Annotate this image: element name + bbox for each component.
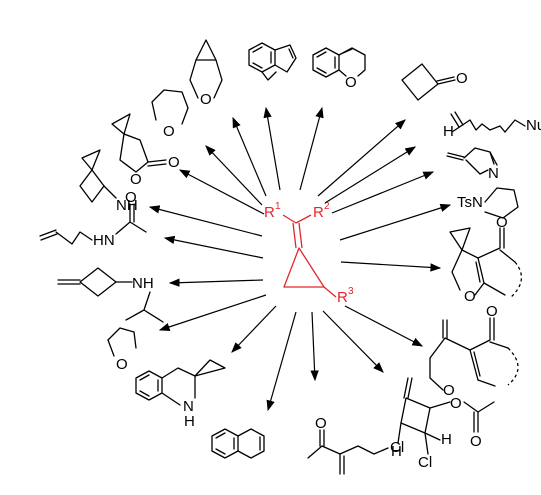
lactone-ring-o: O	[130, 171, 142, 188]
r3-label: R	[337, 289, 348, 306]
arrow-methylenecyclobutyl-amide	[168, 278, 264, 287]
cyclobutane-h2-label: H	[391, 443, 402, 460]
r2-superscript: 2	[324, 201, 330, 212]
methylenecyclobutyl-acetamide: NH	[57, 267, 164, 323]
spiro-furan-carbonyl-o: O	[496, 214, 508, 231]
arrow-spirolactone	[178, 169, 265, 215]
chromene-o-label: O	[345, 74, 357, 91]
oxa-o-label: O	[200, 91, 212, 108]
center-methylenecyclopropane: R 1 R 2 R 3	[264, 201, 354, 306]
chromene: O	[312, 47, 366, 91]
cyclobutanone-o-label: O	[456, 70, 468, 87]
allyl-nu-label: Nu	[526, 117, 541, 134]
arrow-butenyl-amide	[163, 235, 264, 259]
cyclobutane-h1-label: H	[441, 431, 452, 448]
amide2-o-label: O	[125, 189, 137, 206]
arrow-indene	[263, 106, 281, 191]
arrow-thf	[158, 294, 267, 331]
r3-superscript: 3	[348, 286, 354, 297]
arrow-spiro-quinoline	[231, 305, 277, 353]
ts-n-label: N	[472, 194, 483, 211]
pyranone-ring-o: O	[443, 382, 455, 399]
spiro-furan-ring-o: O	[464, 288, 476, 305]
cyclobutanone: O	[401, 63, 468, 101]
ts-label: Ts	[457, 194, 472, 211]
allyl-h-label: H	[443, 123, 454, 140]
allyl-nucleophile-product: H Nu	[443, 111, 541, 140]
arrow-chromene	[299, 106, 324, 191]
arrow-tetrahydropyran	[205, 145, 263, 206]
arrow-pyrroline	[331, 171, 435, 214]
arrow-allyl-nu	[324, 146, 417, 204]
r1-label: R	[264, 204, 275, 221]
enone-cl-label: Cl	[390, 439, 404, 456]
arrow-cyclobutanone	[317, 119, 406, 197]
enone-chloride: O Cl	[307, 415, 404, 475]
pyranone: O O	[429, 303, 519, 399]
methylene-pyrroline: N	[446, 147, 499, 182]
reaction-arrows	[148, 106, 452, 412]
lactone-carbonyl-o: O	[168, 154, 180, 171]
indene	[248, 42, 297, 81]
r2-label: R	[313, 204, 324, 221]
quinoline-n-label: N	[183, 398, 194, 415]
spirolactone: O O	[111, 113, 180, 188]
amide2-hn-label: HN	[93, 232, 115, 249]
pyrroline-n-label: N	[488, 165, 499, 182]
thf-o-label: O	[116, 356, 128, 373]
quinoline-h-label: H	[184, 413, 195, 430]
arrow-azaspiro	[148, 205, 263, 237]
amide1-nh-label: NH	[132, 275, 154, 292]
arrow-spiro-furan	[340, 261, 442, 272]
cyclobutane-cl-label: Cl	[418, 454, 432, 471]
pyranone-carbonyl-o: O	[486, 303, 498, 320]
arrow-ts-pyrrolidine	[339, 203, 452, 241]
acetate-o-label: O	[450, 395, 462, 412]
thp-o-label: O	[163, 123, 175, 140]
ts-pyrrolidine: Ts N	[457, 187, 519, 219]
arrow-dihydronaphthalene	[266, 311, 297, 412]
tetrahydrofuran: O	[107, 327, 137, 373]
r1-superscript: 1	[275, 201, 281, 212]
arrow-cyclobutane-acetate	[322, 310, 384, 373]
arrow-pyranone	[344, 305, 424, 347]
dihydronaphthalene	[211, 428, 265, 459]
tetrahydropyran: O	[151, 89, 189, 140]
cyclobutane-acetate: O O H H Cl	[391, 377, 495, 471]
azaspiro-nh-label: NH	[116, 197, 138, 214]
butenyl-acetamide: HN O	[39, 189, 147, 249]
spiro-quinoline: N H	[135, 359, 226, 430]
spiro-furan: O O	[449, 214, 522, 305]
oxabicyclohexane: O	[189, 39, 223, 108]
arrow-oxabicyclohexane	[232, 116, 267, 197]
acetate-carbonyl-o: O	[470, 433, 482, 450]
enone-o-label: O	[315, 415, 327, 432]
azaspiroheptane: NH	[79, 149, 138, 214]
arrow-enone-chloride	[310, 311, 319, 382]
